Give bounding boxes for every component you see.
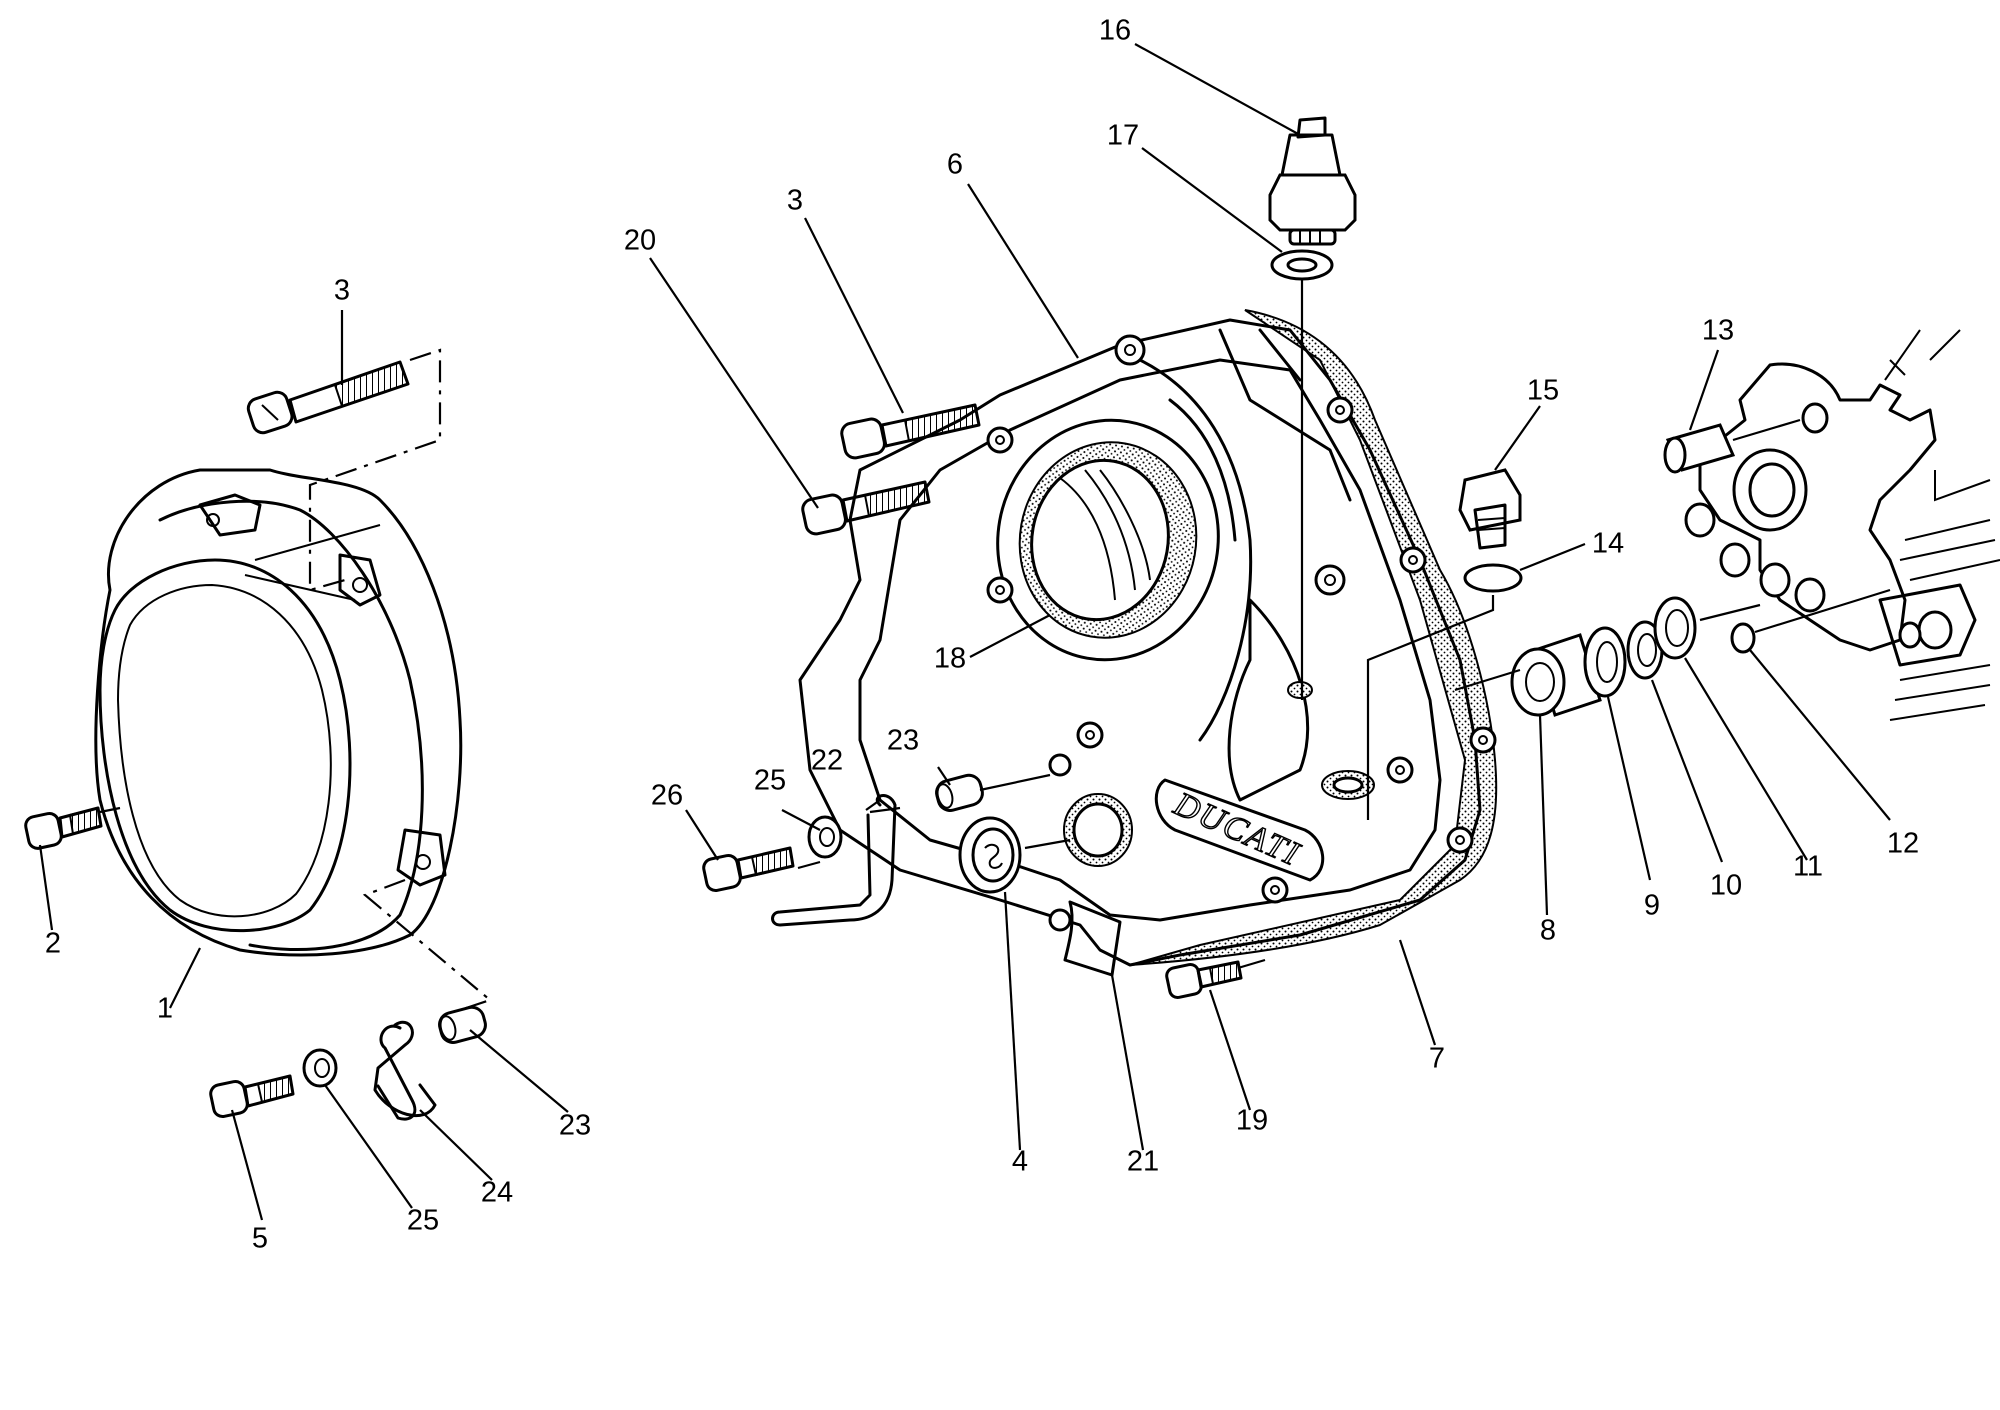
assembly-line — [362, 878, 493, 1012]
seal-4 — [958, 816, 1022, 894]
ring-9 — [1583, 626, 1627, 698]
o-ring-14 — [1463, 563, 1523, 593]
callout-1: 1 — [157, 993, 173, 1025]
ducati-logo: DUCATI — [1168, 785, 1306, 874]
callout-3-center: 3 — [787, 185, 803, 217]
washer-25-center — [807, 815, 843, 859]
assembly-line — [1454, 588, 1891, 692]
assembly-line — [99, 806, 121, 814]
callout-24: 24 — [481, 1177, 513, 1209]
callout-22: 22 — [811, 745, 843, 777]
seal-11 — [1653, 596, 1697, 660]
callout-9: 9 — [1644, 890, 1660, 922]
assembly-line — [1366, 595, 1495, 820]
plate-21 — [1063, 900, 1122, 977]
callout-4: 4 — [1012, 1146, 1028, 1178]
callout-3-left: 3 — [334, 275, 350, 307]
bushing-8 — [1510, 633, 1602, 717]
callout-15: 15 — [1527, 375, 1559, 407]
assembly-line — [797, 773, 1266, 970]
callout-5: 5 — [252, 1223, 268, 1255]
sensor-16 — [1268, 116, 1357, 246]
engine-case-detail — [1663, 329, 2000, 721]
plug-15 — [1458, 468, 1522, 550]
callout-14: 14 — [1592, 528, 1624, 560]
screw-19 — [1165, 960, 1243, 1000]
outer-clutch-cover — [94, 468, 463, 957]
screw-20 — [801, 480, 931, 536]
callout-7: 7 — [1429, 1043, 1445, 1075]
callout-23-center: 23 — [887, 725, 919, 757]
callout-2: 2 — [45, 928, 61, 960]
callout-25-center: 25 — [754, 765, 786, 797]
callout-16: 16 — [1099, 15, 1131, 47]
screw-5 — [209, 1074, 295, 1119]
callout-labels: 1 2 3 5 25 24 23 20 3 6 16 17 18 26 25 2… — [45, 15, 1919, 1255]
callout-17: 17 — [1107, 120, 1139, 152]
callout-19: 19 — [1236, 1105, 1268, 1137]
wire-clip-24 — [373, 1021, 437, 1121]
screw-3-left — [246, 360, 410, 435]
assembly-line — [1732, 418, 1801, 442]
callout-10: 10 — [1710, 870, 1742, 902]
o-ring-12 — [1730, 622, 1756, 654]
leader-lines — [38, 43, 1891, 1221]
callout-11: 11 — [1793, 851, 1823, 883]
callout-23-left: 23 — [559, 1110, 591, 1142]
callout-6: 6 — [947, 149, 963, 181]
callout-21: 21 — [1127, 1146, 1159, 1178]
wire-clip-22 — [771, 794, 897, 927]
callout-25-left: 25 — [407, 1205, 439, 1237]
washer-25-left — [302, 1048, 338, 1088]
spacer-23-center — [935, 773, 984, 812]
callout-26: 26 — [651, 780, 683, 812]
washer-17 — [1270, 249, 1334, 281]
inner-clutch-cover — [798, 309, 1498, 967]
callout-8: 8 — [1540, 915, 1556, 947]
callout-20: 20 — [624, 225, 656, 257]
screw-3-center — [840, 403, 981, 460]
callout-13: 13 — [1702, 315, 1734, 347]
screw-2 — [24, 806, 103, 850]
callout-18: 18 — [934, 643, 966, 675]
screw-26 — [702, 846, 795, 893]
callout-12: 12 — [1887, 828, 1919, 860]
